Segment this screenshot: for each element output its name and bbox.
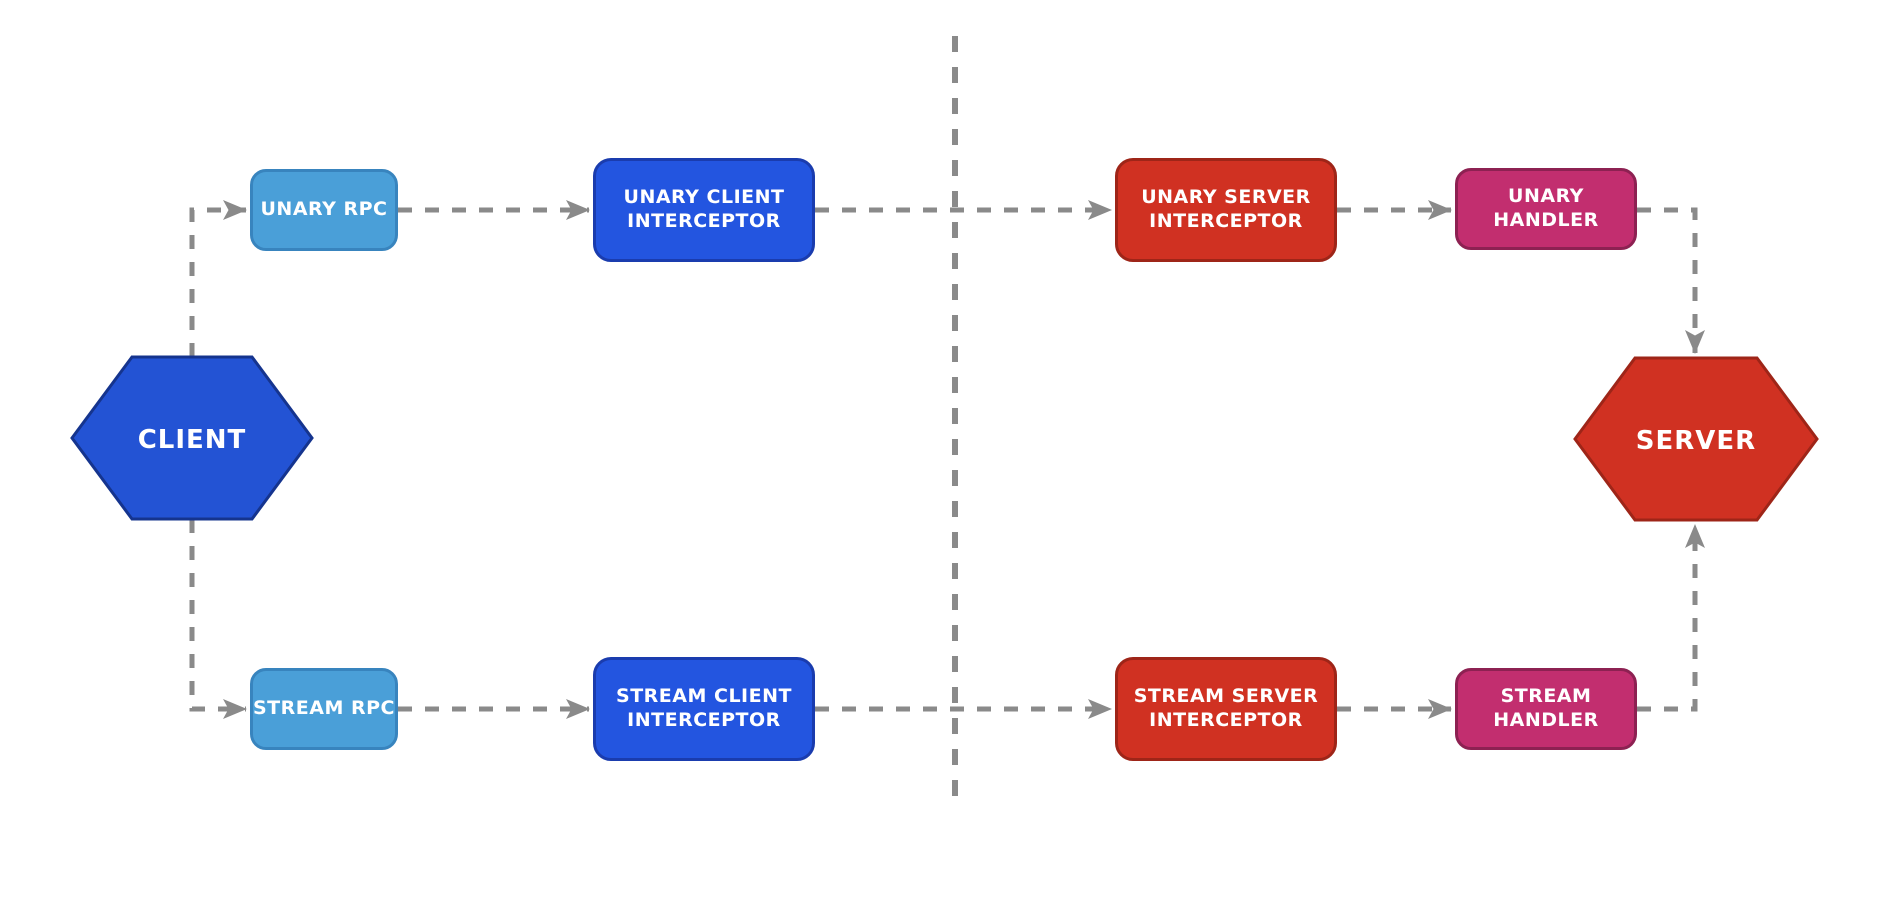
unary-rpc-node: UNARY RPC	[250, 169, 398, 251]
client-hexagon-shape	[70, 355, 314, 521]
stream-client-interceptor-label: STREAM CLIENT INTERCEPTOR	[616, 685, 792, 731]
connector-stream-handler-to-server	[1637, 524, 1705, 712]
stream-rpc-node: STREAM RPC	[250, 668, 398, 750]
stream-server-interceptor-label: STREAM SERVER INTERCEPTOR	[1133, 685, 1319, 731]
unary-handler-node: UNARY HANDLER	[1455, 168, 1637, 250]
stream-rpc-label: STREAM RPC	[253, 697, 395, 720]
unary-server-interceptor-label: UNARY SERVER INTERCEPTOR	[1141, 186, 1311, 232]
stream-server-interceptor-node: STREAM SERVER INTERCEPTOR	[1115, 657, 1337, 761]
connector-unary-handler-to-server	[1637, 207, 1705, 354]
connector-client-to-unary-rpc	[189, 200, 247, 357]
stream-client-interceptor-node: STREAM CLIENT INTERCEPTOR	[593, 657, 815, 761]
client-label: CLIENT	[138, 425, 247, 455]
server-hexagon-shape	[1573, 356, 1819, 522]
unary-handler-label: UNARY HANDLER	[1493, 185, 1599, 231]
unary-rpc-label: UNARY RPC	[260, 198, 388, 221]
server-label: SERVER	[1636, 426, 1756, 456]
stream-handler-label: STREAM HANDLER	[1493, 685, 1599, 731]
unary-client-interceptor-label: UNARY CLIENT INTERCEPTOR	[623, 186, 785, 232]
unary-client-interceptor-node: UNARY CLIENT INTERCEPTOR	[593, 158, 815, 262]
unary-server-interceptor-node: UNARY SERVER INTERCEPTOR	[1115, 158, 1337, 262]
stream-handler-node: STREAM HANDLER	[1455, 668, 1637, 750]
connector-client-to-stream-rpc	[189, 519, 247, 719]
client-node: CLIENT	[70, 355, 314, 521]
server-node: SERVER	[1573, 356, 1819, 522]
